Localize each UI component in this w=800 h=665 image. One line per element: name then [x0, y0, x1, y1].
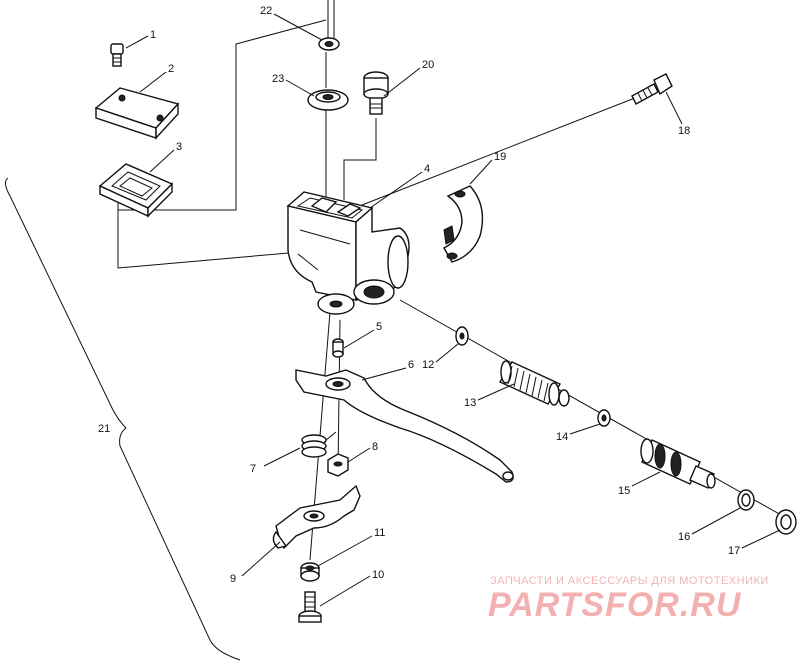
part-23-washer: [307, 89, 349, 111]
part-6-lever: [295, 369, 514, 483]
leader-lines: [125, 13, 781, 607]
callout-3: 3: [176, 141, 182, 153]
watermark: ЗАПЧАСТИ И АКСЕССУАРЫ ДЛЯ МОТОТЕХНИКИ PA…: [488, 575, 769, 624]
part-18-screw: [631, 73, 673, 105]
callout-17: 17: [728, 545, 740, 557]
callout-7: 7: [250, 463, 256, 475]
axis-line-20: [343, 118, 377, 200]
callout-22: 22: [260, 5, 272, 17]
part-14-washer: [597, 409, 611, 427]
callout-8: 8: [372, 441, 378, 453]
callout-23: 23: [272, 73, 284, 85]
part-5-sleeve: [332, 338, 344, 358]
part-2-cap: [94, 87, 180, 140]
part-17-washer: [775, 509, 797, 535]
group-bracket-21: [4, 177, 241, 661]
axis-line-18: [361, 95, 641, 206]
part-9-bracket: [272, 484, 361, 550]
axis-line-seal: [117, 200, 301, 269]
callout-9: 9: [230, 573, 236, 585]
part-11-nut: [300, 562, 320, 582]
part-22-washer: [318, 37, 340, 51]
part-1-screw: [110, 43, 124, 67]
callout-16: 16: [678, 531, 690, 543]
part-19-clamp: [443, 185, 484, 263]
part-4-master-cylinder: [286, 191, 410, 315]
part-13-spring: [498, 360, 570, 407]
callout-5: 5: [376, 321, 382, 333]
callout-10: 10: [372, 569, 384, 581]
part-16-washer: [737, 489, 755, 511]
part-7-spring: [301, 431, 337, 458]
part-12-washer: [455, 326, 469, 346]
callout-2: 2: [168, 63, 174, 75]
callout-1: 1: [150, 29, 156, 41]
callout-labels: 1 2 3 4 5 6 7 8 9 10 11 12 13 14 15 16 1…: [98, 5, 740, 585]
callout-6: 6: [408, 359, 414, 371]
callout-14: 14: [556, 431, 568, 443]
watermark-brand: PARTSFOR.RU: [488, 586, 742, 624]
callout-13: 13: [464, 397, 476, 409]
part-15-piston: [640, 438, 716, 489]
callout-11: 11: [374, 527, 385, 539]
part-8-nut: [327, 453, 349, 477]
callout-12: 12: [422, 359, 434, 371]
callout-15: 15: [618, 485, 630, 497]
watermark-tagline: ЗАПЧАСТИ И АКСЕССУАРЫ ДЛЯ МОТОТЕХНИКИ: [490, 575, 769, 587]
part-3-diaphragm: [98, 163, 174, 218]
callout-21: 21: [98, 423, 110, 435]
callout-18: 18: [678, 125, 690, 137]
part-10-bolt: [298, 591, 322, 623]
callout-19: 19: [494, 151, 506, 163]
callout-4: 4: [424, 163, 430, 175]
callout-20: 20: [422, 59, 434, 71]
part-20-bolt: [363, 71, 389, 115]
